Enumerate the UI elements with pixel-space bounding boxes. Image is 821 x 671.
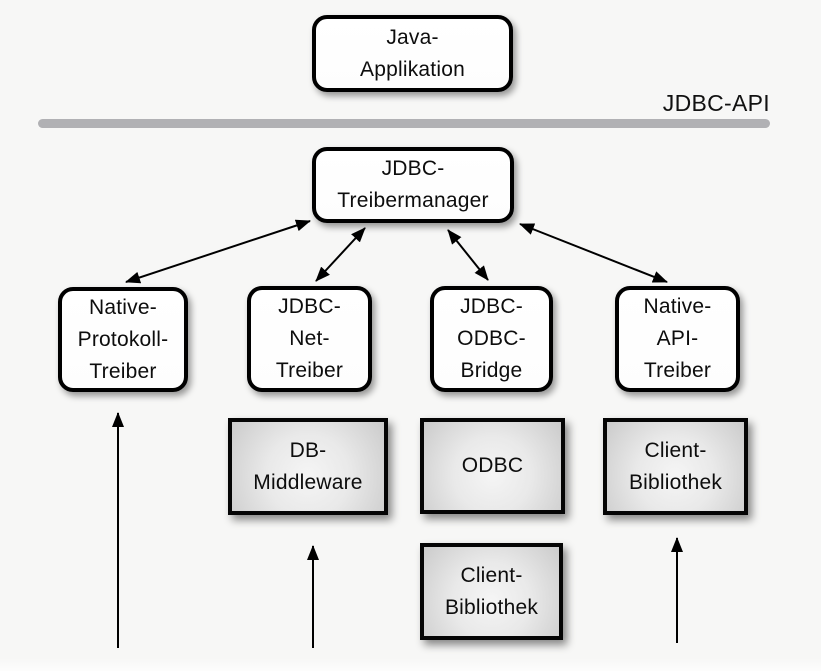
- arrow-manager-native-api: [519, 223, 668, 283]
- node-label: JDBC- Net- Treiber: [275, 295, 344, 382]
- node-native-api-treiber: Native- API- Treiber: [615, 286, 740, 392]
- node-jdbc-net-treiber: JDBC- Net- Treiber: [247, 286, 372, 392]
- node-jdbc-treibermanager: JDBC- Treibermanager: [312, 147, 514, 223]
- node-native-protokoll-treiber: Native- Protokoll- Treiber: [58, 287, 188, 392]
- node-client-bibliothek-api: Client- Bibliothek: [603, 418, 748, 515]
- node-label: DB- Middleware: [253, 438, 363, 494]
- node-label: JDBC- ODBC- Bridge: [457, 295, 526, 382]
- node-label: ODBC: [461, 454, 524, 477]
- node-label: Java- Applikation: [360, 25, 465, 81]
- node-label: Client- Bibliothek: [444, 563, 539, 619]
- node-label: Native- Protokoll- Treiber: [77, 295, 169, 383]
- node-client-bibliothek-odbc: Client- Bibliothek: [420, 543, 563, 640]
- node-java-application: Java- Applikation: [312, 15, 513, 92]
- node-odbc: ODBC: [420, 418, 565, 514]
- node-jdbc-odbc-bridge: JDBC- ODBC- Bridge: [430, 286, 553, 392]
- jdbc-api-divider-line: [38, 119, 770, 128]
- node-label: JDBC- Treibermanager: [337, 157, 489, 212]
- jdbc-api-label: JDBC-API: [662, 90, 770, 116]
- node-label: Native- API- Treiber: [643, 295, 712, 382]
- node-label: Client- Bibliothek: [628, 438, 723, 494]
- node-db-middleware: DB- Middleware: [228, 418, 388, 515]
- arrow-manager-jdbc-odbc: [447, 229, 489, 281]
- bottom-highlight: [0, 658, 821, 671]
- arrow-manager-jdbc-net: [315, 227, 366, 282]
- arrow-manager-native-protokoll: [125, 219, 311, 284]
